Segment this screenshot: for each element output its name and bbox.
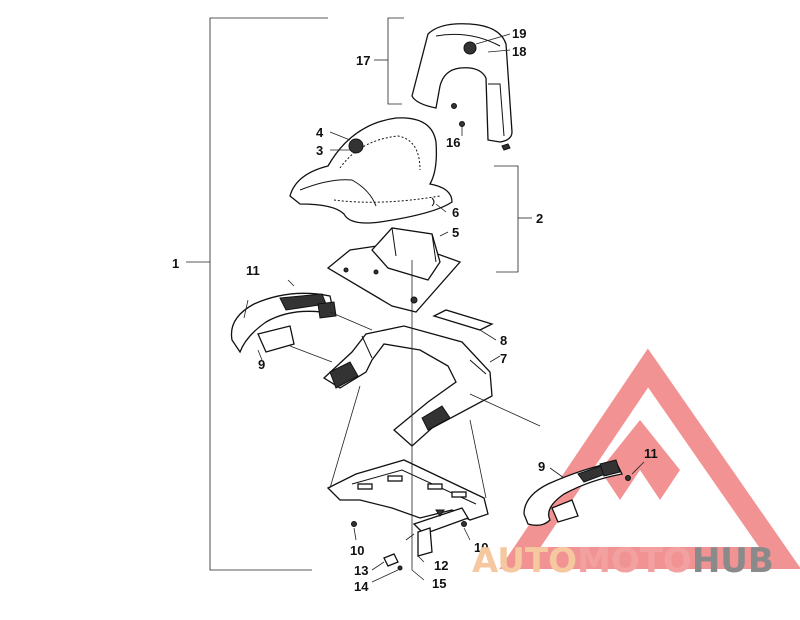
callout-6: 6: [452, 205, 459, 220]
decal: [432, 309, 497, 341]
callout-17: 17: [356, 53, 370, 68]
callout-9-left: 9: [258, 357, 265, 372]
bracket-group-2: [494, 165, 532, 273]
bracket-group-1: [186, 17, 328, 571]
grab-handle-left: [230, 279, 337, 361]
callout-8: 8: [500, 333, 507, 348]
callout-2: 2: [536, 211, 543, 226]
callout-16: 16: [446, 135, 460, 150]
callout-14: 14: [354, 579, 369, 594]
seat-frame: [322, 325, 501, 447]
watermark-hub: HUB: [692, 541, 774, 581]
grab-handle-right: [523, 459, 645, 526]
watermark-text: AUTOMOTOHUB: [472, 541, 774, 581]
callout-labels: 1 2 3 4 5 6 7 8 9 9 10 10 11 11 12 13 14…: [172, 26, 658, 594]
latch-assembly: [371, 260, 469, 583]
backrest: [411, 23, 513, 151]
seat-base: [326, 227, 462, 313]
callout-12: 12: [434, 558, 448, 573]
callout-3: 3: [316, 143, 323, 158]
callout-10-right: 10: [474, 540, 488, 555]
seat-emblem: [348, 138, 364, 154]
backrest-emblem: [463, 41, 477, 55]
callout-13: 13: [354, 563, 368, 578]
guide-lines: [289, 311, 541, 499]
callout-11-left: 11: [246, 263, 260, 278]
watermark-logo-icon: [499, 348, 800, 569]
seat-cushion: [289, 117, 453, 224]
callout-15: 15: [432, 576, 446, 591]
watermark-moto: MOTO: [577, 541, 692, 581]
callout-4: 4: [316, 125, 324, 140]
callout-18: 18: [512, 44, 526, 59]
callout-19: 19: [512, 26, 526, 41]
callout-9-right: 9: [538, 459, 545, 474]
mounting-plate: [326, 459, 489, 541]
watermark-auto: AUTO: [472, 541, 577, 581]
callout-10-left: 10: [350, 543, 364, 558]
bracket-group-17: [374, 17, 404, 105]
callout-5: 5: [452, 225, 459, 240]
callout-11-right: 11: [644, 446, 658, 461]
callout-1: 1: [172, 256, 179, 271]
callout-7: 7: [500, 351, 507, 366]
